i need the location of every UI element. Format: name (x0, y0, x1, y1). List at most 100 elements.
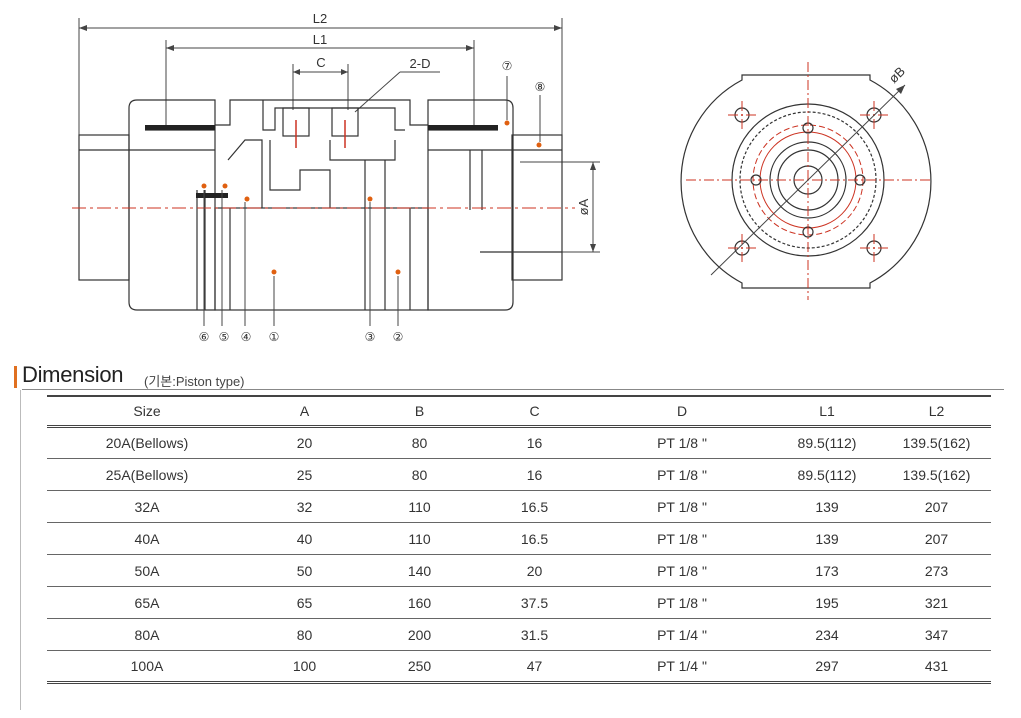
cell-a: 20 (296, 435, 313, 451)
cell-l2: 207 (924, 498, 949, 515)
dimension-table-wrapper: Size A B C D L1 L2 20A(Bellows) 20 80 16… (47, 395, 991, 684)
cell-l2: 321 (924, 594, 949, 611)
cell-l2: 273 (924, 562, 949, 579)
header-l1: L1 (819, 403, 835, 419)
cell-size: 20A(Bellows) (105, 435, 189, 451)
header-c: C (529, 403, 540, 419)
dim-a-label: øA (576, 198, 591, 215)
table-row: 80A 80 200 31.5 PT 1/4 " 234 347 (47, 619, 991, 651)
table-row: 32A 32 110 16.5 PT 1/8 " 139 207 (47, 491, 991, 523)
cell-d: PT 1/4 " (657, 658, 707, 674)
dim-b-label: øB (886, 64, 908, 86)
table-header-row: Size A B C D L1 L2 (47, 396, 991, 427)
heading-rule (22, 389, 1004, 390)
cell-c: 16 (526, 435, 543, 451)
cell-l1: 173 (815, 562, 839, 579)
callout-5: ⑤ (219, 330, 230, 344)
dim-d-label: 2-D (410, 56, 431, 71)
dim-l1-label: L1 (313, 32, 327, 47)
cell-size: 40A (134, 530, 160, 547)
callout-1: ① (269, 330, 280, 344)
header-d: D (676, 403, 688, 419)
table-row: 40A 40 110 16.5 PT 1/8 " 139 207 (47, 523, 991, 555)
part-markers (201, 120, 542, 275)
table-row: 20A(Bellows) 20 80 16 PT 1/8 " 89.5(112)… (47, 427, 991, 459)
table-row: 25A(Bellows) 25 80 16 PT 1/8 " 89.5(112)… (47, 459, 991, 491)
cell-c: 20 (526, 562, 543, 579)
cell-b: 160 (407, 594, 432, 611)
cell-c: 16 (526, 466, 543, 483)
cell-l2: 139.5(162) (902, 435, 971, 451)
cell-a: 50 (296, 562, 313, 579)
header-size: Size (133, 403, 161, 419)
left-guide-line (20, 390, 21, 710)
cell-a: 80 (296, 626, 313, 643)
cell-b: 110 (408, 498, 431, 515)
cell-c: 37.5 (520, 594, 549, 611)
cell-l1: 139 (815, 498, 839, 515)
port-lines (295, 120, 346, 148)
heading-subtitle: (기본:Piston type) (144, 374, 245, 389)
cell-c: 47 (526, 658, 543, 674)
table-row: 100A 100 250 47 PT 1/4 " 297 431 (47, 651, 991, 683)
cell-l1: 297 (815, 658, 839, 674)
dimension-table: Size A B C D L1 L2 20A(Bellows) 20 80 16… (47, 395, 991, 684)
section-thick-walls (145, 125, 498, 198)
cell-a: 25 (296, 466, 313, 483)
cell-d: PT 1/8 " (657, 594, 707, 611)
cell-c: 16.5 (520, 498, 549, 515)
cell-d: PT 1/8 " (657, 562, 707, 579)
callout-7: ⑦ (502, 59, 513, 73)
cell-l1: 89.5(112) (797, 435, 857, 451)
arrowheads (79, 25, 596, 252)
technical-drawing: L2 L1 C 2-D øA (72, 11, 932, 344)
cell-size: 32A (134, 498, 160, 515)
cell-b: 140 (407, 562, 432, 579)
table-row: 50A 50 140 20 PT 1/8 " 173 273 (47, 555, 991, 587)
header-l2: L2 (928, 403, 945, 419)
dim-l2-label: L2 (313, 11, 327, 26)
cell-size: 25A(Bellows) (105, 466, 189, 483)
cell-b: 250 (407, 658, 432, 674)
cell-d: PT 1/8 " (657, 435, 707, 451)
cell-a: 100 (292, 658, 317, 674)
end-view-diameter-line (710, 84, 906, 276)
cell-size: 50A (134, 562, 160, 579)
cell-d: PT 1/4 " (657, 626, 707, 643)
cell-b: 200 (407, 626, 432, 643)
cell-a: 65 (296, 594, 313, 611)
callout-2: ② (393, 330, 404, 344)
cell-a: 40 (296, 530, 313, 547)
table-row: 65A 65 160 37.5 PT 1/8 " 195 321 (47, 587, 991, 619)
cell-l2: 431 (924, 658, 949, 674)
cell-b: 110 (408, 530, 431, 547)
cell-d: PT 1/8 " (657, 530, 707, 547)
cell-a: 32 (296, 498, 313, 515)
callout-4: ④ (241, 330, 252, 344)
cell-l2: 347 (924, 626, 949, 643)
cell-c: 16.5 (520, 530, 549, 547)
dim-c-label: C (316, 55, 325, 70)
section-heading: Dimension (기본:Piston type) (14, 362, 1004, 392)
cell-l1: 195 (815, 594, 839, 611)
header-a: A (299, 403, 310, 419)
callout-leaders (203, 76, 541, 326)
callout-6: ⑥ (199, 330, 210, 344)
cell-size: 100A (130, 658, 164, 674)
cell-b: 80 (411, 466, 428, 483)
cell-l2: 207 (924, 530, 949, 547)
callout-8: ⑧ (535, 80, 546, 94)
cell-l1: 89.5(112) (797, 466, 857, 483)
cell-c: 31.5 (520, 626, 549, 643)
cell-l2: 139.5(162) (902, 466, 971, 483)
cell-l1: 139 (815, 530, 839, 547)
header-b: B (414, 403, 425, 419)
cell-d: PT 1/8 " (657, 466, 707, 483)
heading-accent-bar (14, 366, 17, 388)
section-view (78, 99, 563, 311)
cell-d: PT 1/8 " (657, 498, 707, 515)
end-view-arrowhead (896, 85, 905, 94)
callout-circles: ⑦ ⑧ ⑥ ⑤ ④ ① ③ ② (199, 59, 546, 344)
heading-title: Dimension (22, 362, 124, 387)
cell-size: 65A (134, 594, 160, 611)
